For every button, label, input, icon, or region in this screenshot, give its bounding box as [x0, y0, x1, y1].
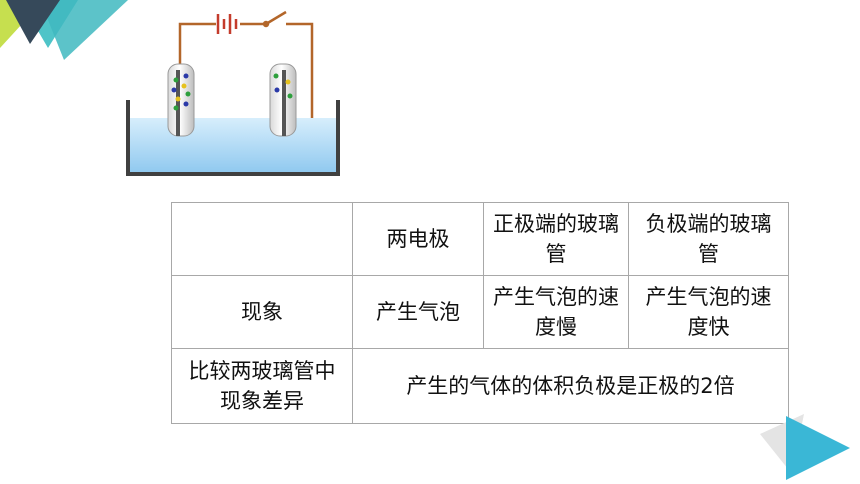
test-tube-right: [269, 63, 297, 137]
table-header-row: 两电极 正极端的玻璃管 负极端的玻璃管: [171, 202, 789, 276]
table-row-comparison: 比较两玻璃管中现象差异 产生的气体的体积负极是正极的2倍: [171, 348, 789, 424]
header-negative-tube: 负极端的玻璃管: [628, 202, 789, 276]
beaker-water: [130, 118, 336, 174]
header-positive-tube: 正极端的玻璃管: [483, 202, 629, 276]
cell-comparison-merged: 产生的气体的体积负极是正极的2倍: [352, 348, 789, 424]
play-triangle-icon: [760, 414, 850, 480]
cell-negative-tube: 产生气泡的速度快: [628, 275, 789, 349]
header-both-electrodes: 两电极: [352, 202, 484, 276]
battery-icon: [216, 14, 238, 34]
table-row-phenomenon: 现象 产生气泡 产生气泡的速度慢 产生气泡的速度快: [171, 275, 789, 349]
beaker-icon: [126, 100, 340, 176]
row-label-comparison: 比较两玻璃管中现象差异: [171, 348, 353, 424]
cell-both-electrodes: 产生气泡: [352, 275, 484, 349]
electrolysis-apparatus: [126, 10, 340, 176]
row-label-phenomenon: 现象: [171, 275, 353, 349]
switch-icon: [262, 10, 287, 28]
cell-positive-tube: 产生气泡的速度慢: [483, 275, 629, 349]
corner-decoration-top-left: [0, 0, 128, 60]
test-tube-left: [167, 63, 195, 137]
results-table: 两电极 正极端的玻璃管 负极端的玻璃管 现象 产生气泡 产生气泡的速度慢 产生气…: [171, 202, 789, 424]
header-empty-cell: [171, 202, 353, 276]
